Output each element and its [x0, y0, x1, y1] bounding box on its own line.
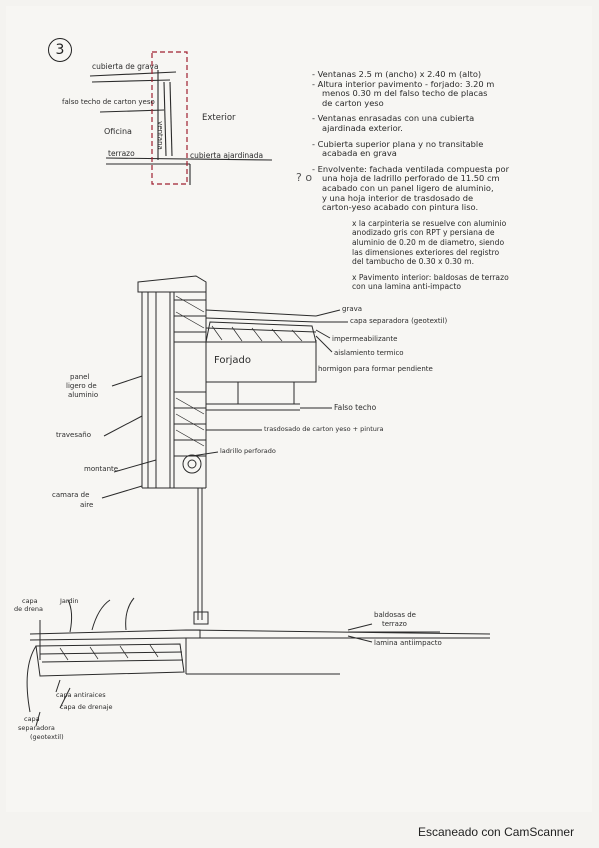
note-line: - Cubierta superior plana y no transitab…: [312, 138, 484, 149]
marginal-mark: ? o: [296, 171, 313, 184]
paper-sheet: [6, 6, 592, 812]
label-aire: aire: [80, 501, 94, 509]
label-capa: capa: [22, 597, 38, 605]
note-line: con una lamina anti-impacto: [352, 282, 461, 292]
label-montante: montante: [84, 465, 119, 473]
label-capa-drenaje: capa de drenaje: [60, 703, 113, 711]
note-line: carton-yeso acabado con pintura liso.: [322, 202, 479, 213]
note-line: ajardinada exterior.: [322, 122, 403, 133]
label-falso-techo: Falso techo: [334, 403, 377, 412]
note-line: una hoja de ladrillo perforado de 11.50 …: [322, 173, 500, 184]
label-capa-separadora: capa separadora (geotextil): [350, 317, 448, 325]
sketch-number: 3: [48, 38, 72, 62]
note-line: - Ventanas enrasadas con una cubierta: [312, 113, 475, 124]
label-geotextil: (geotextil): [30, 733, 64, 741]
label-baldosas: baldosas de: [374, 611, 416, 619]
label-forjado: Forjado: [214, 355, 251, 366]
note-line: del tambucho de 0.30 x 0.30 m.: [352, 257, 474, 267]
label-travesano: travesaño: [56, 431, 92, 439]
label-aluminio: aluminio: [68, 391, 99, 399]
label-grava: grava: [342, 305, 363, 313]
note-line: x la carpinteria se resuelve con alumini…: [352, 218, 507, 228]
label-capa2: capa: [24, 715, 40, 723]
plan-label-cubierta-grava: cubierta de grava: [92, 62, 159, 71]
note-line: menos 0.30 m del falso techo de placas: [322, 88, 488, 99]
plan-label-oficina: Oficina: [104, 127, 132, 136]
label-separadora: separadora: [18, 724, 55, 732]
plan-label-cubierta-ajardinada: cubierta ajardinada: [190, 151, 264, 160]
label-aislamiento: aislamiento termico: [334, 349, 404, 357]
note-line: - Envolvente: fachada ventilada compuest…: [312, 163, 509, 174]
label-trasdosado: trasdosado de carton yeso + pintura: [264, 425, 384, 433]
label-ligero: ligero de: [66, 382, 97, 390]
label-lamina: lamina antiimpacto: [374, 639, 442, 647]
note-line: anodizado gris con RPT y persiana de: [352, 228, 495, 238]
label-capa-antiraices: capa antiraices: [56, 691, 106, 699]
note-line: x Pavimento interior: baldosas de terraz…: [352, 272, 509, 282]
note-line: acabada en grava: [322, 148, 397, 159]
label-jardin: Jardin: [60, 597, 79, 605]
plan-label-terrazo: terrazo: [108, 149, 135, 158]
label-camara: camara de: [52, 491, 90, 499]
label-de-drena: de drena: [14, 605, 43, 613]
scanner-footer: Escaneado con CamScanner: [418, 825, 575, 839]
note-line: de carton yeso: [322, 97, 384, 108]
note-line: aluminio de 0.20 m de diametro, siendo: [352, 237, 505, 247]
label-terrazo: terrazo: [382, 620, 407, 628]
note-line: y una hoja interior de trasdosado de: [322, 192, 474, 203]
plan-label-ventana: ventana: [155, 121, 164, 150]
note-line: - Altura interior pavimento - forjado: 3…: [312, 78, 495, 89]
plan-label-exterior: Exterior: [202, 113, 236, 123]
note-line: acabado con un panel ligero de aluminio,: [322, 182, 494, 193]
note-line: las dimensiones exteriores del registro: [352, 247, 500, 257]
label-impermeabilizante: impermeabilizante: [332, 335, 398, 343]
notes-block: - Ventanas 2.5 m (ancho) x 2.40 m (alto)…: [312, 69, 584, 292]
note-line: - Ventanas 2.5 m (ancho) x 2.40 m (alto): [312, 69, 482, 79]
label-hormigon: hormigon para formar pendiente: [318, 365, 433, 373]
plan-label-falso-techo: falso techo de carton yeso: [62, 98, 155, 106]
label-panel: panel: [70, 373, 90, 381]
label-ladrillo: ladrillo perforado: [220, 447, 276, 455]
